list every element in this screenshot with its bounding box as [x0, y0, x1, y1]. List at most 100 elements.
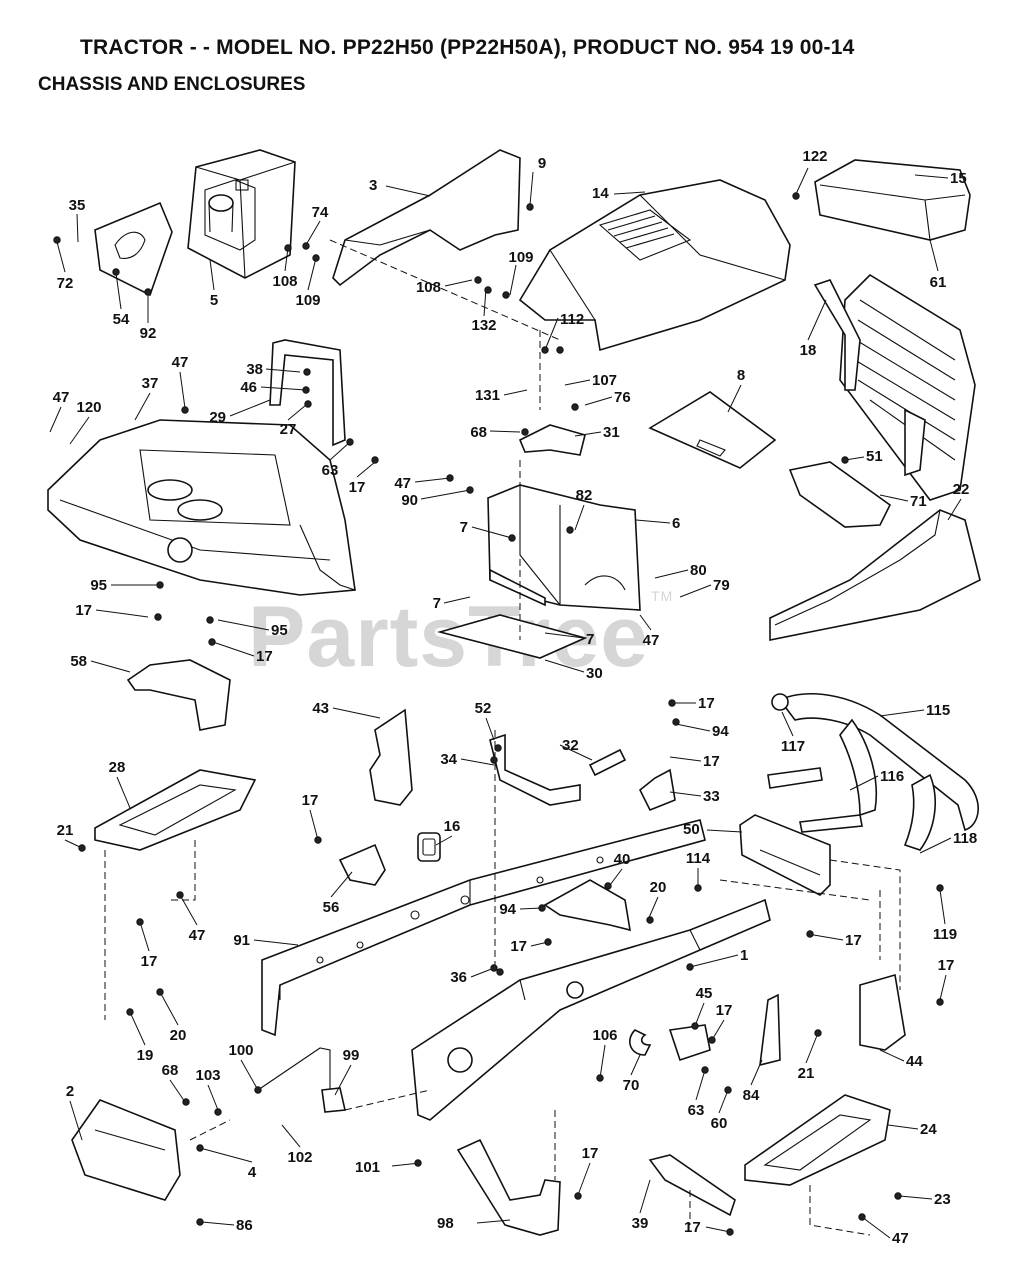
part-callout-35: 35 — [69, 197, 86, 214]
part-callout-102: 102 — [287, 1149, 312, 1166]
assembly-lines — [104, 239, 901, 1236]
part-22-bumper — [769, 509, 981, 641]
fastener — [176, 891, 184, 899]
fastener — [446, 474, 454, 482]
part-callout-7: 7 — [586, 631, 594, 648]
leader-line — [919, 837, 952, 854]
part-30-plate — [436, 614, 588, 659]
part-callout-116: 116 — [880, 768, 904, 785]
part-callout-95: 95 — [90, 577, 107, 594]
leader-line — [529, 171, 534, 206]
part-callout-30: 30 — [586, 665, 603, 682]
part-callout-79: 79 — [713, 577, 730, 594]
part-callout-63: 63 — [322, 462, 339, 479]
part-callout-106: 106 — [592, 1027, 617, 1044]
leader-line — [574, 504, 585, 531]
part-callout-46: 46 — [240, 379, 257, 396]
part-callout-47: 47 — [394, 475, 411, 492]
part-callout-52: 52 — [475, 700, 492, 717]
leader-line — [639, 614, 652, 631]
part-callout-61: 61 — [930, 274, 947, 291]
leader-line — [471, 526, 513, 539]
part-callout-92: 92 — [140, 325, 157, 342]
page-title: TRACTOR - - MODEL NO. PP22H50 (PP22H50A)… — [80, 36, 855, 59]
fastener — [672, 718, 680, 726]
leader-line — [69, 1100, 83, 1141]
fastener — [136, 918, 144, 926]
part-43-bracket — [369, 708, 413, 806]
part-callout-117: 117 — [781, 738, 805, 755]
fastener — [936, 884, 944, 892]
leader-line — [929, 239, 939, 272]
leader-line — [544, 659, 585, 673]
fastener — [314, 836, 322, 844]
leader-line — [669, 791, 702, 797]
leader-line — [240, 1059, 259, 1091]
part-callout-112: 112 — [560, 311, 584, 328]
part-8-plate — [648, 391, 777, 469]
fastener — [496, 968, 504, 976]
part-callout-44: 44 — [906, 1053, 923, 1070]
leader-line — [711, 1019, 725, 1041]
leader-line — [939, 889, 946, 925]
part-callout-24: 24 — [920, 1121, 937, 1138]
part-callout-7: 7 — [433, 595, 441, 612]
part-callout-17: 17 — [141, 953, 158, 970]
part-callout-19: 19 — [137, 1047, 154, 1064]
leader-line — [330, 871, 353, 898]
part-16-grommet — [417, 832, 441, 862]
leader-line — [115, 272, 122, 310]
part-callout-4: 4 — [248, 1164, 257, 1181]
fastener — [806, 930, 814, 938]
part-callout-45: 45 — [696, 985, 713, 1002]
leader-line — [489, 430, 521, 433]
part-44-bracket — [859, 973, 906, 1051]
part-91-frame-rail — [261, 819, 706, 1037]
part-32-bracket — [588, 748, 627, 777]
fastener — [484, 286, 492, 294]
part-15-front-bracket — [814, 159, 971, 241]
fastener — [726, 1228, 734, 1236]
leader-line — [284, 247, 289, 272]
part-callout-17: 17 — [684, 1219, 701, 1236]
part-callout-107: 107 — [592, 372, 617, 389]
leader-line — [281, 1124, 301, 1148]
part-callout-103: 103 — [195, 1067, 220, 1084]
part-callout-118: 118 — [953, 830, 977, 847]
fastener — [686, 963, 694, 971]
fastener — [208, 638, 216, 646]
leader-line — [159, 991, 179, 1026]
leader-line — [56, 241, 66, 273]
part-callout-17: 17 — [349, 479, 366, 496]
leader-line — [139, 921, 150, 952]
fastener — [414, 1159, 422, 1167]
section-subtitle: CHASSIS AND ENCLOSURES — [38, 74, 306, 95]
leader-line — [706, 829, 743, 833]
part-callout-27: 27 — [280, 421, 297, 438]
part-callout-132: 132 — [471, 317, 496, 334]
fastener — [841, 456, 849, 464]
leader-line — [807, 299, 827, 341]
part-callout-17: 17 — [256, 648, 273, 665]
leader-line — [444, 279, 473, 287]
part-callout-21: 21 — [57, 822, 74, 839]
part-callout-17: 17 — [703, 753, 720, 770]
part-callout-68: 68 — [470, 424, 487, 441]
fastener — [544, 938, 552, 946]
part-39-bracket — [648, 1154, 736, 1217]
fastener — [474, 276, 482, 284]
part-callout-71: 71 — [910, 493, 927, 510]
part-29-bracket — [269, 339, 346, 447]
leader-line — [887, 1124, 919, 1130]
leader-line — [305, 220, 321, 246]
part-33-bracket — [638, 768, 676, 812]
leader-line — [76, 213, 79, 243]
leader-line — [750, 1059, 763, 1086]
part-callout-63: 63 — [688, 1102, 705, 1119]
fastener — [112, 268, 120, 276]
leader-line — [217, 619, 270, 631]
part-callout-70: 70 — [623, 1077, 640, 1094]
leader-line — [443, 596, 471, 604]
part-callout-14: 14 — [592, 185, 609, 202]
leader-line — [201, 1221, 235, 1226]
